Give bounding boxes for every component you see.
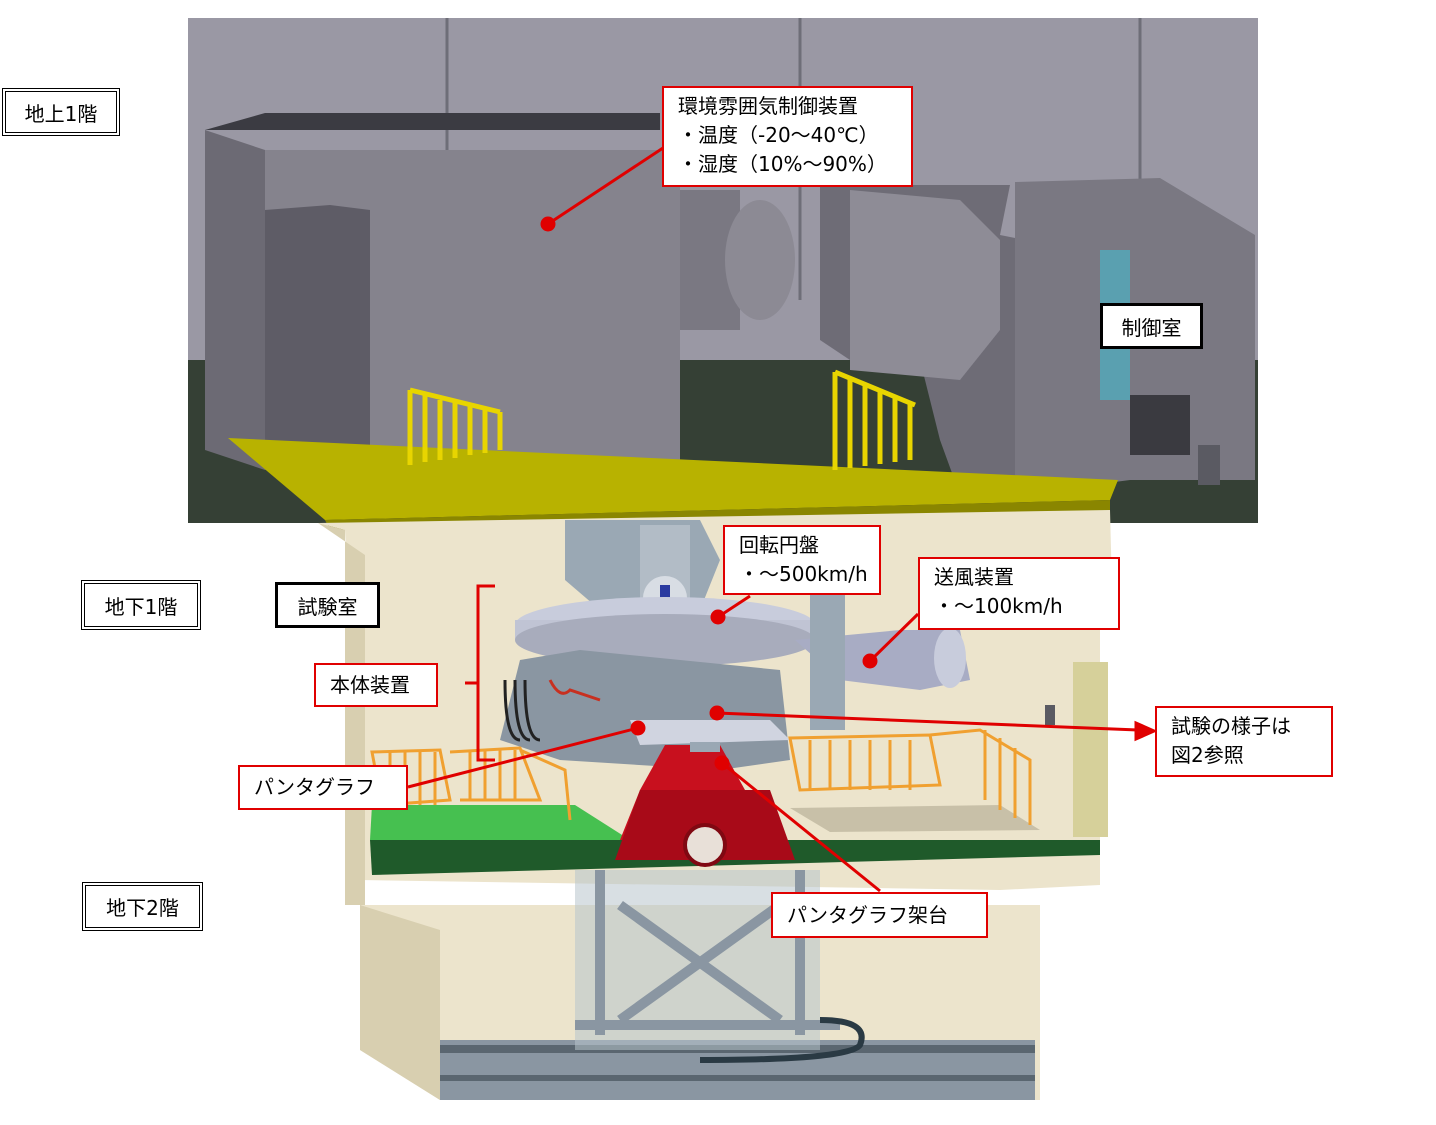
callout-main-unit-label: 本体装置 (330, 673, 410, 697)
room-label-control-room: 制御室 (1100, 303, 1203, 349)
environment-control-unit (205, 113, 1050, 495)
turntable-machine (500, 520, 815, 770)
callout-main-unit: 本体装置 (314, 663, 438, 707)
lift-frame (575, 870, 865, 1063)
pantograph-stand-structure (615, 742, 795, 867)
callout-turntable: 回転円盤 ・～500km/h (723, 525, 881, 595)
blower-unit (795, 590, 970, 730)
callout-blower-title: 送風装置 (934, 565, 1014, 589)
callout-blower: 送風装置 ・～100km/h (918, 557, 1120, 630)
callout-test-note-line1: 試験の様子は (1171, 714, 1291, 738)
callout-test-note: 試験の様子は 図2参照 (1155, 706, 1333, 777)
callout-blower-speed: ・～100km/h (934, 594, 1063, 618)
leader-lines (407, 146, 1158, 893)
floor-label-basement1: 地下1階 (81, 580, 201, 630)
callout-pantograph-stand: パンタグラフ架台 (771, 892, 988, 938)
callout-pantograph-stand-label: パンタグラフ架台 (787, 903, 948, 927)
floor-label-ground1: 地上1階 (2, 88, 120, 136)
room-label-test-room: 試験室 (275, 582, 380, 628)
callout-environment-temperature: ・温度（-20～40℃） (678, 123, 879, 147)
callout-pantograph-label: パンタグラフ (254, 775, 375, 799)
callout-pantograph: パンタグラフ (238, 765, 408, 810)
main-unit-bracket (465, 584, 495, 762)
callout-environment-humidity: ・湿度（10%～90%） (678, 152, 887, 176)
callout-turntable-speed: ・～500km/h (739, 562, 868, 586)
callout-environment-title: 環境雰囲気制御装置 (678, 94, 858, 118)
floor-label-basement2: 地下2階 (82, 882, 203, 931)
callout-environment-control: 環境雰囲気制御装置 ・温度（-20～40℃） ・湿度（10%～90%） (662, 86, 913, 187)
callout-test-note-line2: 図2参照 (1171, 743, 1244, 767)
callout-turntable-title: 回転円盤 (739, 533, 819, 557)
